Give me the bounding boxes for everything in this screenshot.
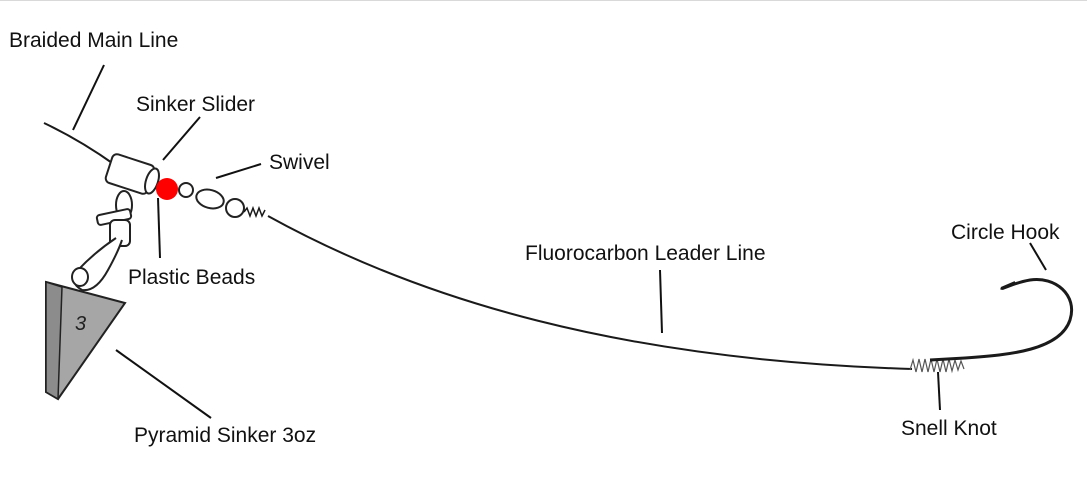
label-circle-hook: Circle Hook (951, 221, 1060, 244)
label-fluorocarbon-leader-line: Fluorocarbon Leader Line (525, 242, 766, 265)
top-border (0, 0, 1087, 1)
label-plastic-beads: Plastic Beads (128, 266, 255, 289)
label-braided-main-line: Braided Main Line (9, 29, 178, 52)
circle-hook-icon (929, 277, 1073, 362)
sinker-snap (71, 237, 123, 292)
fluorocarbon-leader-line (267, 215, 913, 370)
label-snell-knot: Snell Knot (901, 417, 997, 440)
pointer-sinker-slider (162, 116, 201, 161)
pointer-swivel (215, 163, 262, 179)
pyramid-sinker: 3 (45, 280, 127, 401)
plastic-bead-icon (156, 178, 178, 200)
pointer-braided-main-line (72, 64, 105, 131)
label-pyramid-sinker: Pyramid Sinker 3oz (134, 424, 316, 447)
label-sinker-slider: Sinker Slider (136, 93, 255, 116)
label-swivel: Swivel (269, 151, 330, 174)
sinker-slider (95, 153, 160, 247)
pointer-snell-knot (937, 371, 941, 411)
swivel-knot (243, 205, 266, 219)
pointer-plastic-beads (157, 197, 161, 259)
swivel (178, 182, 245, 218)
sinker-weight-mark: 3 (75, 313, 86, 335)
braided-main-line (43, 122, 116, 166)
pointer-fluorocarbon-leader (659, 269, 663, 334)
pointer-circle-hook (1029, 242, 1047, 271)
pointer-pyramid-sinker (115, 349, 212, 419)
